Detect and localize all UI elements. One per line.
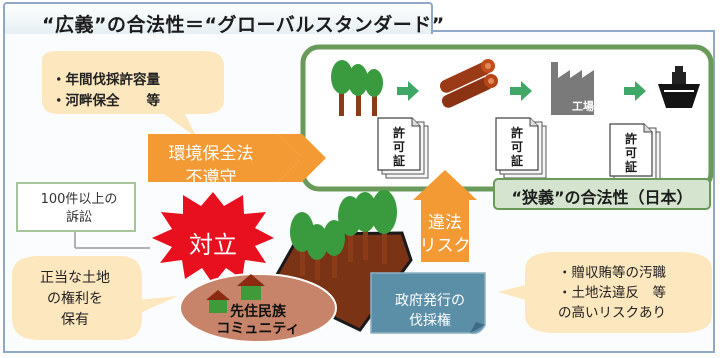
arrow-right-icon bbox=[510, 81, 532, 101]
permit-document-icon bbox=[609, 123, 661, 185]
risk-callout-text: ・贈収賄等の汚職 ・土地法違反 等 の高いリスクあり bbox=[558, 265, 666, 321]
ship-icon bbox=[658, 66, 700, 108]
title-tab: “広義”の合法性＝“グローバルスタンダード” bbox=[3, 2, 444, 36]
narrow-legality-label: “狭義”の合法性（日本） bbox=[511, 188, 693, 207]
permit-document-icon bbox=[377, 117, 429, 179]
factory-label: 工場 bbox=[572, 100, 594, 113]
house-icon bbox=[206, 274, 265, 313]
permit-label: 許可証 bbox=[510, 126, 523, 168]
risk-callout bbox=[498, 252, 712, 333]
land-rights-text: 正当な土地 の権利を 保有 bbox=[40, 270, 110, 328]
regulations-callout bbox=[42, 51, 224, 138]
illegal-risk-text: 違法 リスク bbox=[419, 213, 471, 256]
law-violation-arrow bbox=[148, 134, 326, 182]
government-rights-text: 政府発行の 伐採権 bbox=[395, 293, 465, 329]
permit-label: 許可証 bbox=[392, 126, 405, 168]
arrow-right-icon bbox=[624, 81, 646, 101]
land-tree-icon bbox=[290, 190, 397, 280]
diagram-title: “広義”の合法性＝“グローバルスタンダード” bbox=[42, 14, 445, 36]
community-label: 先住民族 コミュニティ bbox=[216, 304, 300, 337]
lawsuit-box bbox=[16, 182, 136, 232]
community-ellipse bbox=[179, 273, 337, 343]
law-violation-text: 環境保全法 不遵守 bbox=[168, 144, 254, 188]
arrow-right-icon bbox=[397, 81, 419, 101]
forest-trees-icon bbox=[331, 60, 383, 116]
government-rights-box bbox=[370, 272, 486, 335]
permit-document-icon bbox=[495, 117, 547, 179]
conflict-burst bbox=[152, 192, 274, 284]
illegal-risk-arrow bbox=[413, 170, 477, 262]
permit-label: 許可証 bbox=[624, 132, 637, 174]
logs-icon bbox=[439, 59, 498, 108]
narrow-legality-label-box bbox=[493, 178, 711, 210]
land-rights-callout bbox=[12, 256, 178, 340]
lawsuit-text: 100件以上の 訴訟 bbox=[40, 192, 118, 225]
conflict-label: 対立 bbox=[189, 231, 237, 259]
factory-icon bbox=[551, 62, 594, 115]
regulations-callout-text: ・年間伐採許容量 ・河畔保全 等 bbox=[52, 72, 160, 109]
